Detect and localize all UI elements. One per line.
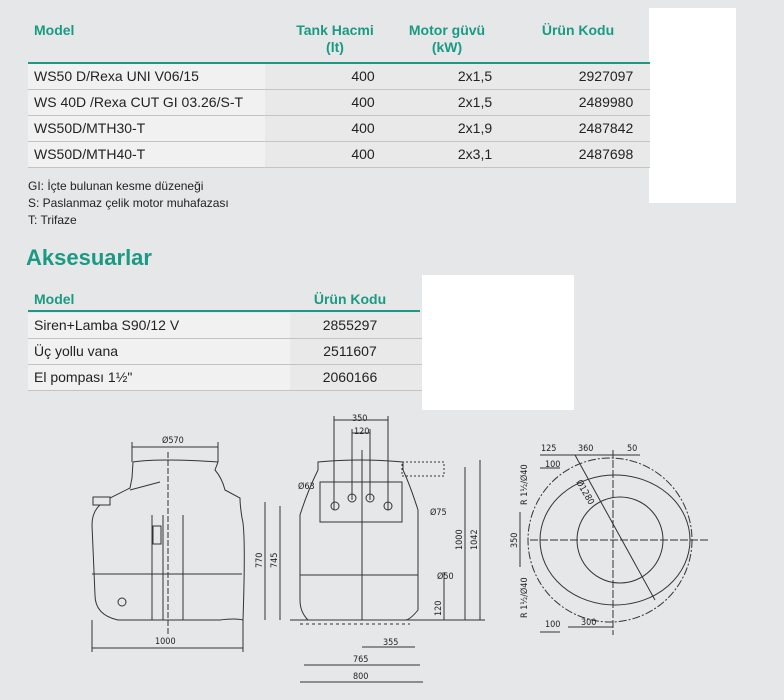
dim-width-1000: 1000	[155, 637, 176, 647]
blank-box	[422, 275, 574, 410]
cell-model: WS50 D/Rexa UNI V06/15	[28, 64, 265, 89]
cell-model: Siren+Lamba S90/12 V	[28, 313, 290, 338]
table-row: WS50D/MTH30-T 400 2x1,9 2487842	[28, 116, 650, 142]
cell-tank: 400	[351, 146, 375, 162]
cell-bg	[290, 365, 422, 390]
cell-motor: 2x1,5	[457, 68, 493, 84]
cell-tank: 400	[351, 94, 375, 110]
acc-header-divider	[28, 310, 420, 312]
cell-code: 2487842	[578, 120, 634, 136]
front-view-drawing: 350 120 Ø63 Ø75 Ø50 770 745 1000 1042 12…	[255, 414, 485, 683]
cell-model: WS 40D /Rexa CUT GI 03.26/S-T	[28, 90, 265, 115]
header-motor-line2: (kW)	[431, 39, 463, 55]
blank-box	[649, 8, 736, 203]
cell-tank: 400	[351, 120, 375, 136]
accessories-title: Aksesuarlar	[26, 245, 152, 270]
table-row: WS50 D/Rexa UNI V06/15 400 2x1,5 2927097	[28, 64, 650, 90]
cell-bg	[290, 339, 422, 364]
cell-code: 2487698	[578, 146, 634, 162]
accessory-row: Üç yollu vana 2511607	[28, 339, 422, 365]
table-row: WS 40D /Rexa CUT GI 03.26/S-T 400 2x1,5 248…	[28, 90, 650, 116]
dim-diameter-1280: Ø1280	[573, 478, 596, 507]
dim-diameter-50: Ø50	[437, 571, 454, 582]
dim-350: 350	[352, 414, 367, 424]
dim-100-top: 100	[545, 460, 560, 470]
cell-tank: 400	[351, 68, 375, 84]
acc-header-model: Model	[34, 291, 75, 307]
header-code: Ürün Kodu	[541, 22, 615, 38]
cell-bg	[265, 116, 650, 141]
dim-r-top: R 1½/Ø40	[519, 464, 530, 505]
cell-model: Üç yollu vana	[28, 339, 290, 364]
cell-motor: 2x3,1	[457, 146, 493, 162]
dim-770: 770	[255, 553, 265, 568]
acc-header-code: Ürün Kodu	[313, 291, 387, 307]
note-s: S: Paslanmaz çelik motor muhafazası	[28, 196, 229, 210]
cell-bg	[265, 64, 650, 89]
dim-50: 50	[627, 444, 637, 454]
dim-125: 125	[541, 444, 556, 454]
dim-745: 745	[270, 553, 280, 568]
header-motor-line1: Motor güvü	[408, 22, 486, 38]
cell-motor: 2x1,9	[457, 120, 493, 136]
cell-bg	[265, 90, 650, 115]
note-t: T: Trifaze	[28, 213, 77, 227]
cell-code: 2511607	[323, 343, 377, 359]
cell-motor: 2x1,5	[457, 94, 493, 110]
dim-diameter-63: Ø63	[298, 481, 315, 492]
cell-model: WS50D/MTH30-T	[28, 116, 265, 141]
header-tank: Tank Hacmi(lt)	[285, 22, 385, 56]
dim-diameter-75: Ø75	[430, 507, 447, 518]
accessory-row: Siren+Lamba S90/12 V 2855297	[28, 313, 422, 339]
header-motor: Motor güvü(kW)	[397, 22, 497, 56]
cell-model: El pompası 1½"	[28, 365, 290, 390]
dim-1042: 1042	[470, 529, 480, 550]
cell-code: 2489980	[578, 94, 634, 110]
dim-100-bottom: 100	[545, 620, 560, 630]
cell-model: WS50D/MTH40-T	[28, 142, 265, 167]
dim-350-top: 350	[510, 533, 520, 548]
header-model: Model	[34, 22, 75, 38]
header-divider	[28, 62, 650, 64]
cell-code: 2855297	[322, 317, 378, 333]
dim-120: 120	[354, 427, 369, 437]
dim-800: 800	[353, 672, 368, 682]
dim-r-bottom: R 1½/Ø40	[519, 577, 530, 618]
cell-code: 2060166	[322, 369, 378, 385]
dim-300: 300	[581, 618, 596, 628]
dim-diameter-570: Ø570	[162, 435, 184, 446]
cell-code: 2927097	[578, 68, 634, 84]
header-tank-line2: (lt)	[326, 39, 344, 55]
dim-120-height: 120	[434, 601, 444, 616]
table-row: WS50D/MTH40-T 400 2x3,1 2487698	[28, 142, 650, 168]
cell-bg	[290, 313, 422, 338]
cell-bg	[265, 142, 650, 167]
note-gi: GI: İçte bulunan kesme düzeneği	[28, 179, 204, 193]
dim-355: 355	[383, 638, 398, 648]
header-tank-line1: Tank Hacmi	[296, 22, 374, 38]
dim-360: 360	[578, 444, 593, 454]
accessory-row: El pompası 1½" 2060166	[28, 365, 422, 391]
dim-1000: 1000	[455, 529, 465, 550]
dim-765: 765	[353, 655, 368, 665]
side-view-drawing: Ø570 1000	[91, 435, 245, 652]
top-view-drawing: 125 360 50 100 Ø1280 R 1½/Ø40 350 R 1½/Ø…	[510, 444, 710, 635]
